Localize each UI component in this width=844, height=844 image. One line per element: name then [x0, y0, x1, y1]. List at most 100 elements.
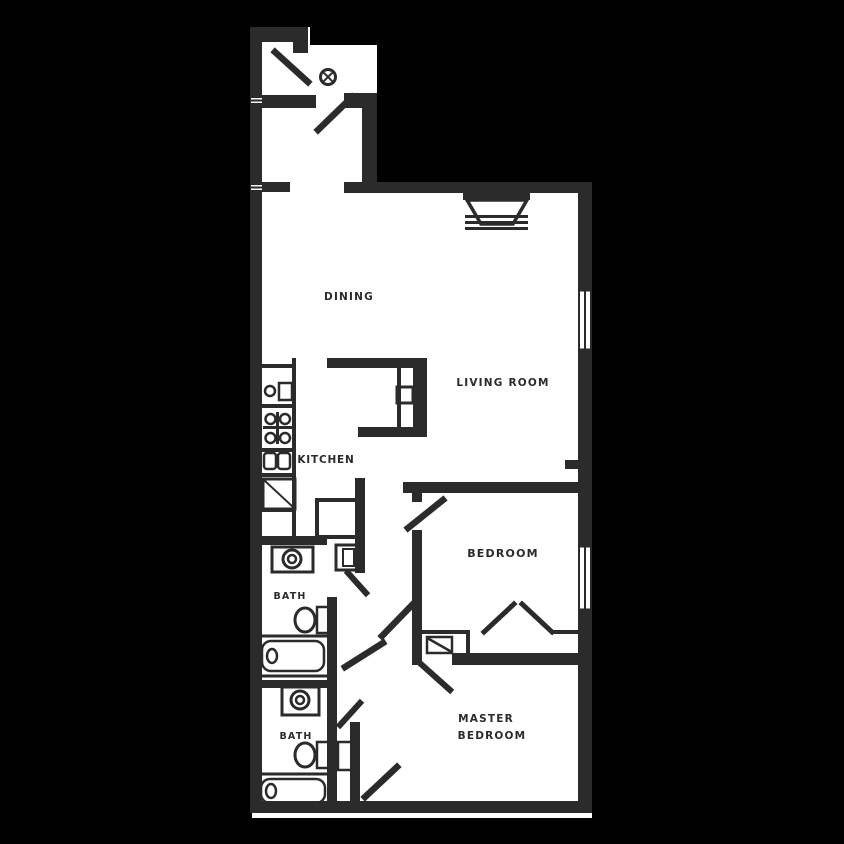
- wall: [358, 427, 427, 437]
- light-fixture: [319, 68, 337, 86]
- island-appliance: [395, 385, 415, 405]
- window-porch-mullion: [251, 96, 262, 98]
- plan-regions: [252, 27, 592, 818]
- hall-closet-panel: [336, 740, 359, 772]
- door-swing-master-closet: [360, 762, 402, 802]
- door-swing-entry: [313, 92, 357, 135]
- bifold-closet-door-right: [518, 600, 556, 636]
- wall: [250, 182, 290, 192]
- wall: [362, 93, 377, 192]
- wall: [452, 653, 592, 665]
- wall: [466, 630, 470, 655]
- bifold-closet-door-left: [480, 600, 518, 636]
- wall: [252, 27, 294, 42]
- wall: [412, 530, 422, 655]
- wall: [327, 688, 337, 813]
- window-dining-mullion: [251, 183, 262, 185]
- wall: [565, 460, 578, 469]
- door-swing-bath-1: [340, 638, 388, 672]
- washer-door: [281, 548, 303, 570]
- washer-dryer: [270, 545, 315, 574]
- room-label-bath-1: BATH: [273, 591, 306, 602]
- wall: [293, 27, 308, 53]
- wall: [413, 358, 427, 437]
- thin-line: [262, 364, 292, 368]
- room-label-bedroom: BEDROOM: [467, 547, 539, 560]
- room-labels: DINING LIVING ROOM KITCHEN BEDROOM BATH MASTE…: [273, 291, 549, 742]
- window-living-room-cap: [578, 289, 592, 292]
- wall: [422, 630, 467, 634]
- counter-fixture: [263, 384, 277, 398]
- room-label-master-line1: MASTER: [458, 713, 514, 725]
- door-swing-bedroom: [403, 495, 448, 533]
- wall: [250, 95, 316, 108]
- bathtub-1: [255, 634, 331, 678]
- vanity-basin-inner: [294, 694, 306, 706]
- door-swing-hall: [377, 597, 420, 641]
- laundry-cabinet: [334, 543, 359, 572]
- room-label-living-room: LIVING ROOM: [456, 377, 549, 389]
- stove-burner: [264, 412, 277, 426]
- window-bedroom-cap: [578, 545, 592, 548]
- toilet-bowl-1: [293, 606, 317, 634]
- vanity-basin: [289, 689, 311, 711]
- light-fixture-cross: [321, 70, 335, 84]
- toilet-tank-2: [315, 740, 331, 770]
- stove-burner: [278, 412, 292, 426]
- window-living-room-mullion: [590, 289, 592, 351]
- window-dining-mullion: [251, 186, 262, 189]
- room-label-kitchen: KITCHEN: [297, 454, 354, 466]
- window-bedroom-mullion: [578, 545, 580, 611]
- fixtures-outline: [254, 381, 454, 810]
- window-living-room-mullion: [578, 289, 580, 351]
- window-bedroom-cap: [578, 608, 592, 611]
- window-living-room-mullion: [584, 289, 586, 351]
- fireplace-firebox: [463, 198, 531, 226]
- vanity-sink-2: [280, 685, 321, 717]
- counter-appliance: [277, 381, 294, 402]
- room-label-dining: DINING: [324, 291, 374, 303]
- wall: [350, 722, 360, 813]
- wall: [250, 27, 262, 813]
- window-porch-mullion: [251, 103, 262, 105]
- fixtures-round: [263, 68, 337, 800]
- refrigerator: [261, 477, 297, 511]
- room-label-master-line2: BEDROOM: [458, 730, 527, 742]
- door-swing-laundry: [343, 568, 371, 598]
- stove-burner: [278, 431, 292, 445]
- refrigerator-mark: [263, 479, 295, 509]
- thin-line: [262, 448, 296, 452]
- fireplace: [463, 198, 531, 226]
- wall: [327, 597, 337, 688]
- linen-closet: [425, 635, 454, 655]
- tub-drain-2: [264, 782, 278, 800]
- wall: [344, 182, 592, 193]
- thin-line: [262, 473, 296, 477]
- wall: [463, 193, 530, 200]
- windows: [251, 96, 592, 611]
- wall: [578, 185, 592, 813]
- toilet-bowl-2: [293, 741, 317, 769]
- wall: [327, 358, 427, 368]
- door-swing-master-hall: [417, 660, 455, 695]
- pantry-closet: [315, 498, 362, 539]
- window-living-room-cap: [578, 348, 592, 351]
- bathtub-2-inner: [259, 777, 327, 805]
- thin-line: [465, 227, 528, 230]
- laundry-cabinet-inner: [342, 548, 355, 567]
- window-dining-mullion: [251, 190, 262, 192]
- thin-line: [262, 404, 292, 408]
- wall: [412, 482, 422, 502]
- thin-line: [465, 215, 528, 218]
- bathtub-1-inner: [260, 639, 326, 673]
- sink-basin-right: [276, 451, 292, 471]
- door-swing-master: [335, 698, 365, 730]
- wall: [403, 482, 578, 493]
- wall: [412, 653, 422, 665]
- bathtub-2: [254, 772, 332, 810]
- wall: [553, 630, 578, 634]
- thin-line: [262, 539, 296, 543]
- toilet-tank-1: [315, 605, 331, 635]
